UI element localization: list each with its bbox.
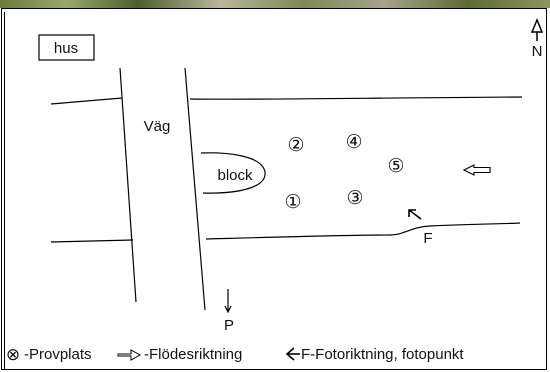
- outer-frame: [1, 8, 547, 370]
- inner-frame-line: [4, 12, 546, 370]
- road-edge-right: [184, 67, 206, 311]
- block-outline: [200, 152, 266, 194]
- outlet-arrow-icon: [224, 289, 232, 314]
- photo-point-label: F: [423, 230, 432, 247]
- sample-site-1: ①: [284, 192, 301, 213]
- bank-north-west: [50, 97, 123, 105]
- house-box: [38, 34, 95, 61]
- bank-south-west: [50, 239, 134, 243]
- house-label: hus: [54, 40, 78, 57]
- road-edge-left: [119, 67, 137, 303]
- sample-site-5: ⑤: [387, 156, 404, 177]
- north-arrow-icon: [530, 18, 544, 41]
- flow-arrow-icon: [462, 164, 491, 176]
- legend-photo-arrow-icon: [285, 347, 300, 361]
- sample-site-2: ②: [287, 135, 304, 156]
- block-label: block: [217, 167, 253, 184]
- bank-north-east: [189, 96, 523, 100]
- legend-flow-arrow-icon: [117, 349, 142, 361]
- photo-direction-arrow-icon: [408, 209, 422, 220]
- legend-sample-symbol: ⊗: [6, 345, 20, 364]
- outlet-label: P: [224, 317, 234, 334]
- legend-photo-text: F-Fotoriktning, fotopunkt: [301, 346, 464, 363]
- sample-site-4: ④: [345, 132, 362, 153]
- legend-flow-text: -Flödesriktning: [144, 346, 242, 363]
- bank-south-east: [205, 222, 521, 240]
- legend-sample-text: -Provplats: [24, 346, 92, 363]
- legend: ⊗ -Provplats -Flödesriktning F-Fotoriktn…: [6, 345, 465, 364]
- north-label: N: [532, 43, 543, 60]
- sample-site-3: ③: [346, 188, 363, 209]
- photo-strip: [0, 0, 550, 8]
- road-label: Väg: [144, 118, 171, 135]
